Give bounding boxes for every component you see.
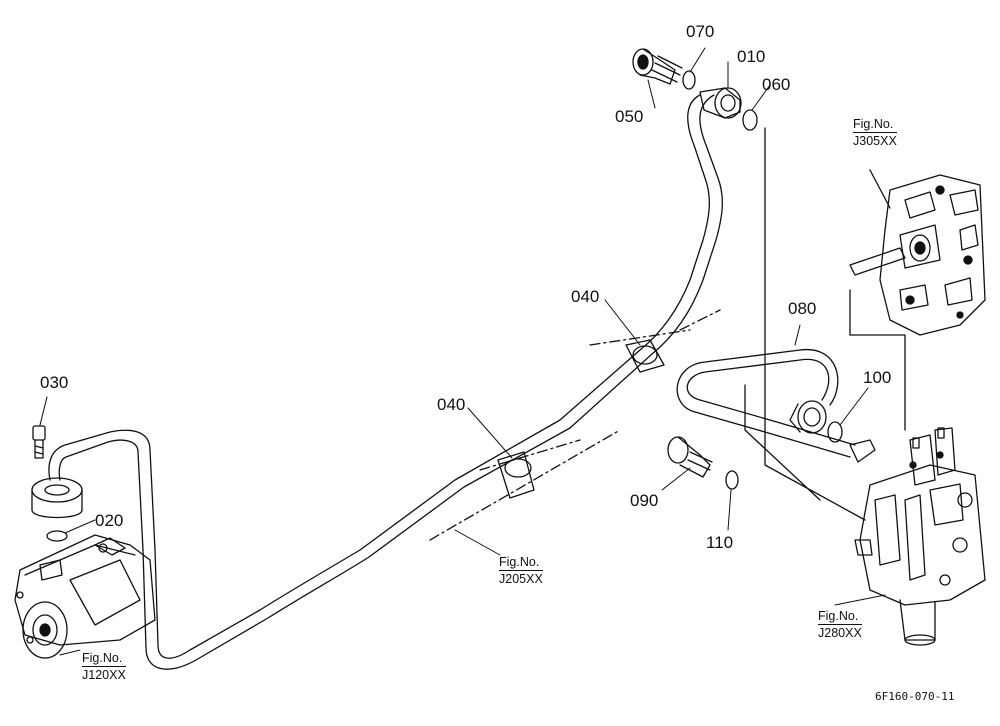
flange-adapter	[31, 477, 83, 542]
pipe-clamp-upper	[625, 339, 665, 373]
callout-050: 050	[615, 107, 644, 126]
o-ring-060	[742, 109, 758, 131]
callout-060: 060	[762, 75, 791, 94]
assembly-guide-lines	[744, 127, 906, 521]
frame-center-lines-2	[429, 309, 721, 541]
figure-ref-j305: Fig.No. J305XX	[853, 117, 897, 148]
pipe-fitting-010	[699, 87, 742, 119]
callout-010: 010	[737, 47, 766, 66]
pipe-clamp-lower	[497, 451, 535, 499]
callout-020: 020	[95, 511, 124, 530]
main-pipe	[48, 94, 724, 670]
callout-040-upper: 040	[571, 287, 600, 306]
figure-ref-j120: Fig.No. J120XX	[82, 651, 126, 682]
bolt-030	[32, 425, 46, 459]
figure-ref-j205-line2: J205XX	[499, 570, 543, 586]
o-ring-070	[682, 70, 696, 90]
frame-center-lines	[479, 329, 691, 471]
callout-040-lower: 040	[437, 395, 466, 414]
leader-lines	[39, 47, 886, 656]
figure-ref-j120-line2: J120XX	[82, 666, 126, 682]
drawing-code: 6F160-070-11	[875, 690, 955, 703]
figure-ref-j120-line1: Fig.No.	[82, 651, 123, 665]
callout-110: 110	[706, 533, 734, 552]
callout-090: 090	[630, 491, 659, 510]
o-ring-100	[827, 421, 843, 443]
figure-ref-j305-line1: Fig.No.	[853, 117, 894, 131]
figure-ref-j280-line1: Fig.No.	[818, 609, 859, 623]
pump-j120	[14, 534, 156, 659]
figure-ref-j280-line2: J280XX	[818, 624, 862, 640]
o-ring-110	[725, 470, 739, 490]
callout-100: 100	[863, 368, 892, 387]
figure-ref-j305-line2: J305XX	[853, 132, 897, 148]
figure-ref-j205: Fig.No. J205XX	[499, 555, 543, 586]
banjo-bolt-050	[632, 48, 683, 85]
figure-ref-j205-line1: Fig.No.	[499, 555, 540, 569]
callout-080: 080	[788, 299, 817, 318]
o-ring-020	[46, 530, 68, 542]
banjo-bolt-090	[667, 436, 713, 478]
figure-ref-j280: Fig.No. J280XX	[818, 609, 862, 640]
pipe-080	[676, 349, 876, 463]
valve-block-j280	[854, 427, 986, 646]
valve-block-j305	[849, 169, 986, 336]
callout-030: 030	[40, 373, 69, 392]
callout-070: 070	[686, 22, 715, 41]
